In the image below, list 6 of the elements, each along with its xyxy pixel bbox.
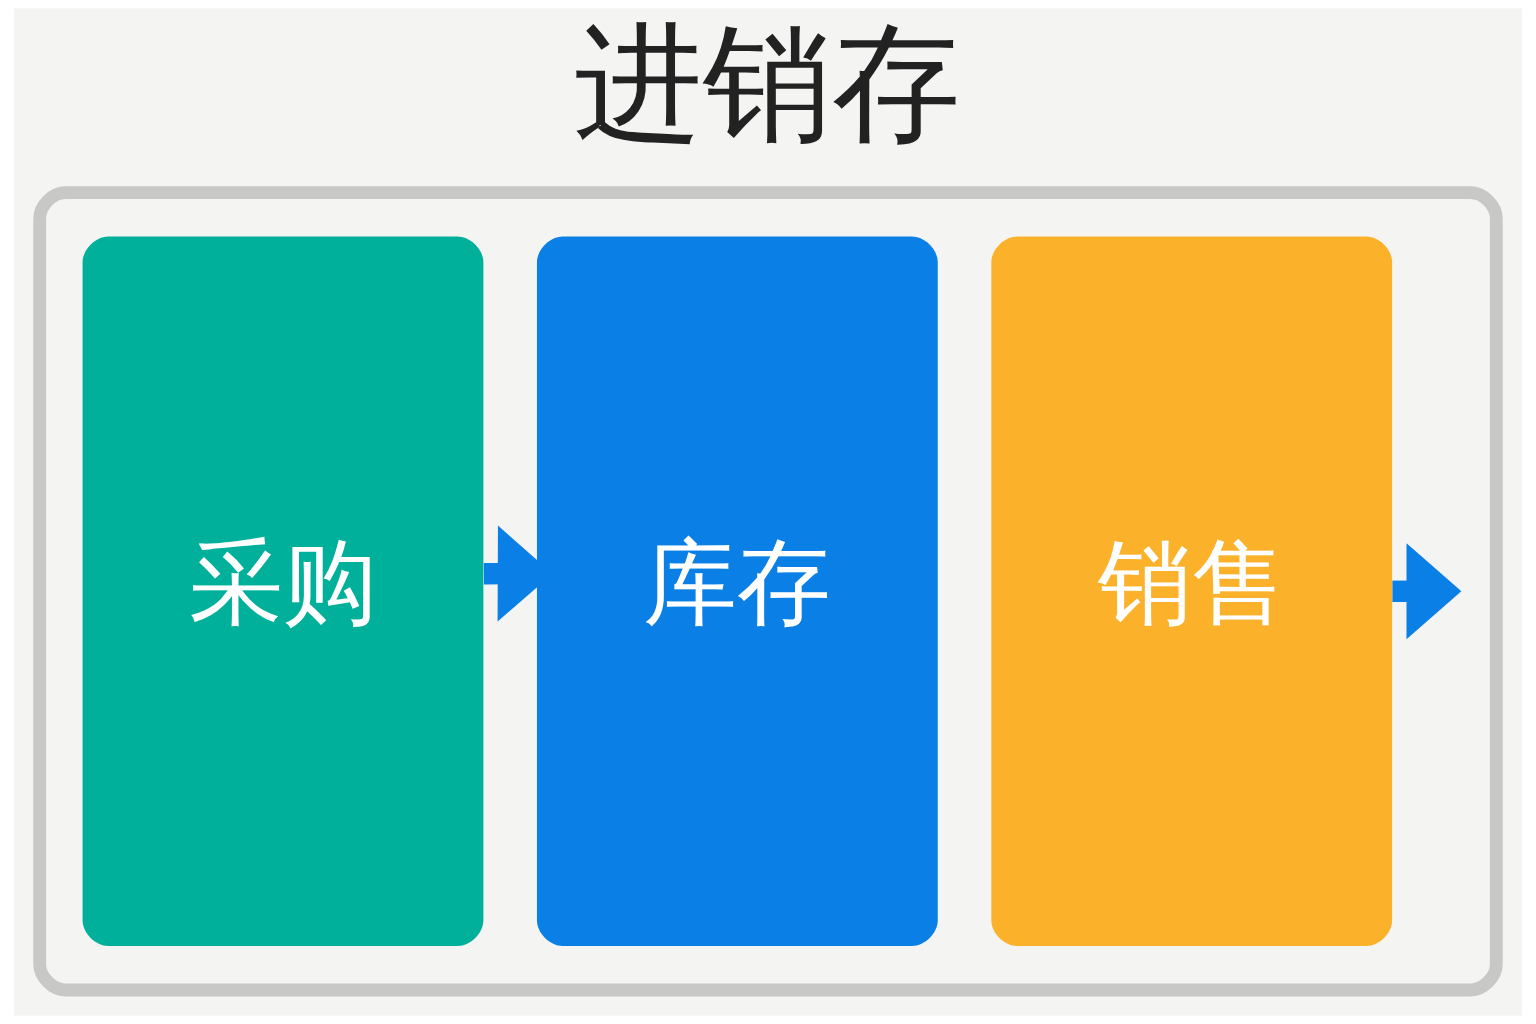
node-box: 采购 xyxy=(82,236,484,946)
node-box: 库存 xyxy=(536,236,938,946)
diagram-title: 进销存 xyxy=(574,9,962,159)
node-box: 销售 xyxy=(991,236,1393,946)
arrow xyxy=(1392,543,1462,640)
cluster xyxy=(33,186,1503,997)
